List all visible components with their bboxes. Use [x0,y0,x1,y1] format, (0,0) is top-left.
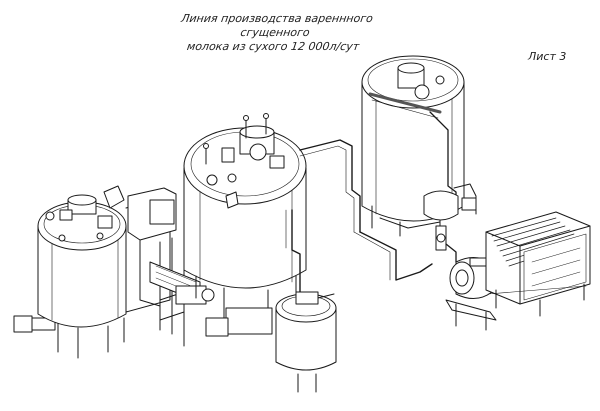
pump-motor-left [14,316,32,332]
mixing-tank [14,186,126,358]
small-receiver-tank [276,292,336,392]
horizontal-heater [150,262,214,304]
kettle-motor-block [226,308,272,334]
filter-housing [424,191,458,220]
centrifugal-pump [436,226,496,330]
frame-stand [126,188,184,346]
sheet-number: Лист 3 [528,50,567,63]
storage-tank [362,56,476,236]
vacuum-boiling-kettle [184,114,306,337]
plate-cooler [486,212,590,316]
connecting-pipe [300,140,432,280]
